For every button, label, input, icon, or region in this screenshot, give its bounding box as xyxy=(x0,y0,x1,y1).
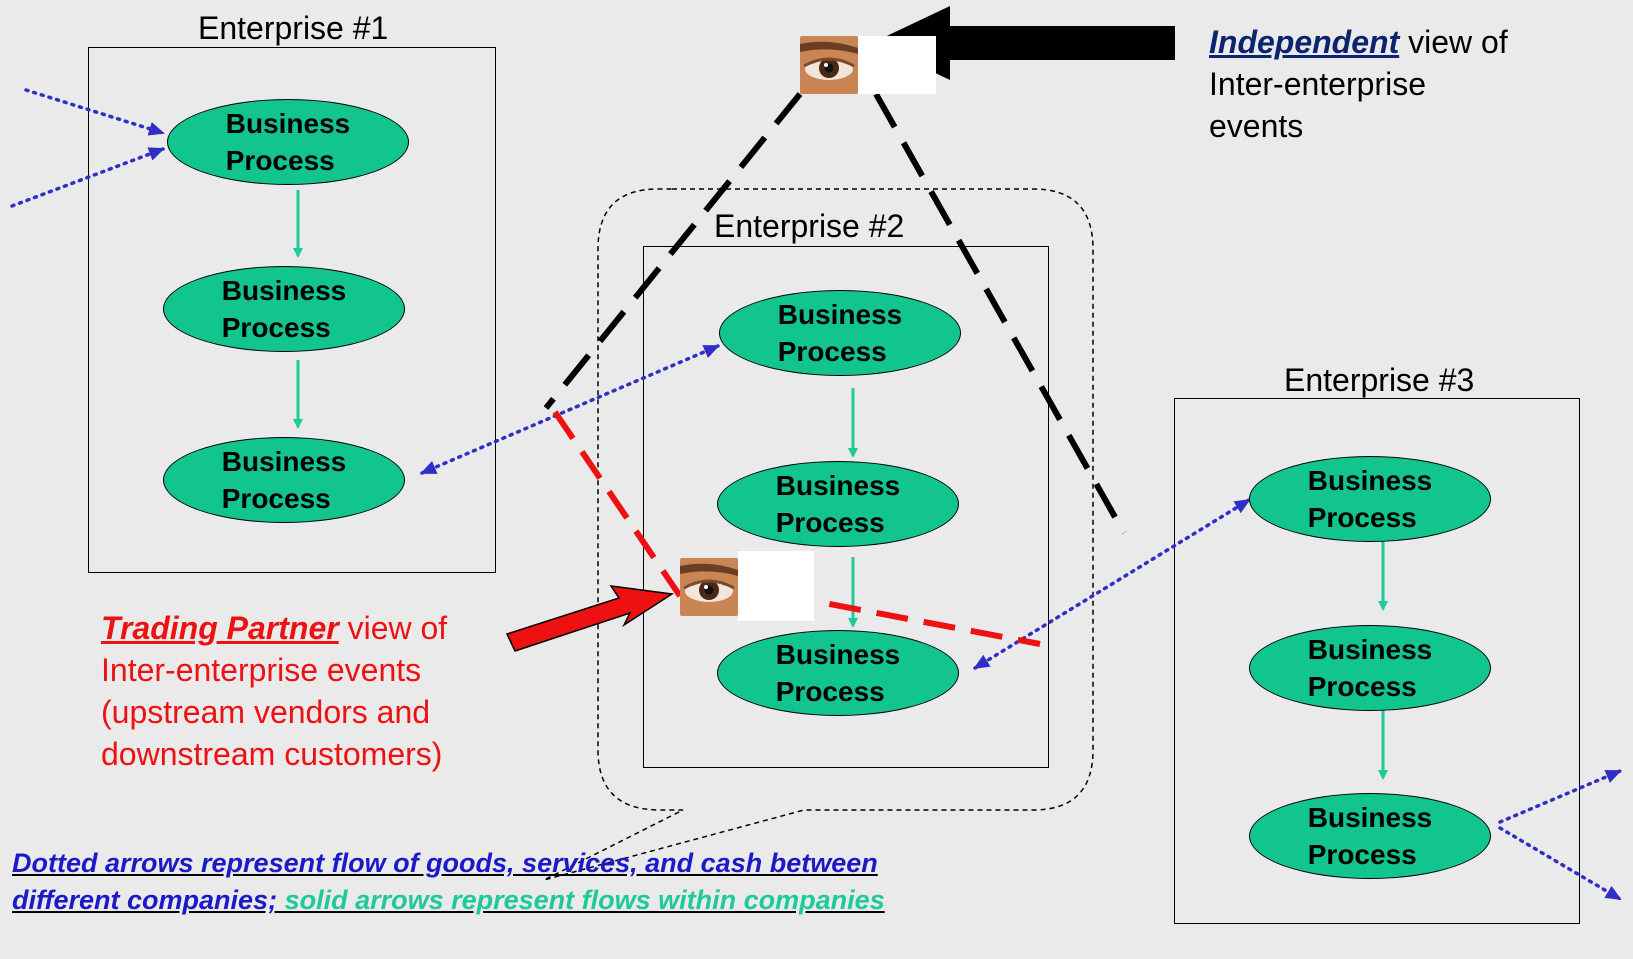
independent-rest: view of xyxy=(1399,24,1508,60)
trading-view-line3: (upstream vendors and xyxy=(101,694,431,730)
process-label-line2: Process xyxy=(1307,839,1417,870)
process-label-line2: Process xyxy=(221,312,331,343)
process-label-line2: Process xyxy=(775,507,885,538)
enterprise-2-title: Enterprise #2 xyxy=(714,208,905,244)
independent-view-line3: events xyxy=(1209,108,1304,144)
independent-view-arrow xyxy=(872,6,1175,80)
trading-partner-view-label: Trading Partner view of Inter-enterprise… xyxy=(101,607,447,775)
independent-view-lines xyxy=(543,92,1127,535)
external-flows xyxy=(10,88,1622,901)
legend-solid-text: solid arrows represent flows within comp… xyxy=(277,885,885,915)
process-label-line2: Process xyxy=(1307,671,1417,702)
flow-out-top xyxy=(1498,769,1622,824)
process-label-line2: Process xyxy=(775,676,885,707)
flow-in-bottom xyxy=(10,147,165,208)
independent-view-line2: Inter-enterprise xyxy=(1209,66,1426,102)
enterprise-2-callout xyxy=(543,188,1094,881)
independent-eye-backdrop xyxy=(858,36,936,94)
process-label-line2: Process xyxy=(221,483,331,514)
flow-out-bottom xyxy=(1498,826,1622,901)
trading-rest: view of xyxy=(338,610,448,646)
process-label-line1: Business xyxy=(1307,634,1433,665)
process-label-line1: Business xyxy=(225,108,351,139)
process-label-line1: Business xyxy=(1307,465,1433,496)
legend-dotted-line1: Dotted arrows represent flow of goods, s… xyxy=(12,848,878,878)
legend-line2: different companies; solid arrows repres… xyxy=(12,882,885,919)
legend: Dotted arrows represent flow of goods, s… xyxy=(12,845,885,919)
independent-emphasis: Independent xyxy=(1209,24,1400,60)
independent-view-right-line xyxy=(873,92,1127,535)
process-label-line2: Process xyxy=(777,336,887,367)
internal-flows xyxy=(293,190,1388,780)
process-label-line2: Process xyxy=(1307,502,1417,533)
flow-e2-e3 xyxy=(973,498,1251,670)
eye-icon xyxy=(680,558,738,616)
trading-emphasis: Trading Partner xyxy=(101,610,339,646)
enterprise-1-box xyxy=(88,47,496,573)
trading-view-left-line xyxy=(552,410,683,598)
process-label-line2: Process xyxy=(225,145,335,176)
process-label-line1: Business xyxy=(775,639,901,670)
flow-e1-e2 xyxy=(420,344,720,475)
independent-view-left-line xyxy=(543,92,803,410)
trading-eye-backdrop xyxy=(738,551,814,621)
process-label-line1: Business xyxy=(1307,802,1433,833)
process-label-line1: Business xyxy=(775,470,901,501)
process-label-line1: Business xyxy=(221,275,347,306)
eye-icon xyxy=(800,36,858,94)
trading-view-line2: Inter-enterprise events xyxy=(101,652,422,688)
enterprise-1-title: Enterprise #1 xyxy=(198,10,389,46)
process-label-line1: Business xyxy=(221,446,347,477)
independent-view-label: Independent view of Inter-enterprise eve… xyxy=(1209,21,1508,147)
process-label-line1: Business xyxy=(777,299,903,330)
trading-view-line4: downstream customers) xyxy=(101,736,443,772)
legend-dotted-line2: different companies; xyxy=(12,885,278,915)
enterprise-3-title: Enterprise #3 xyxy=(1284,362,1475,398)
independent-view-line1: Independent view of xyxy=(1209,21,1508,63)
trading-view-line1: Trading Partner view of xyxy=(101,607,447,649)
trading-partner-arrow xyxy=(505,585,675,652)
flow-in-top xyxy=(24,88,165,136)
